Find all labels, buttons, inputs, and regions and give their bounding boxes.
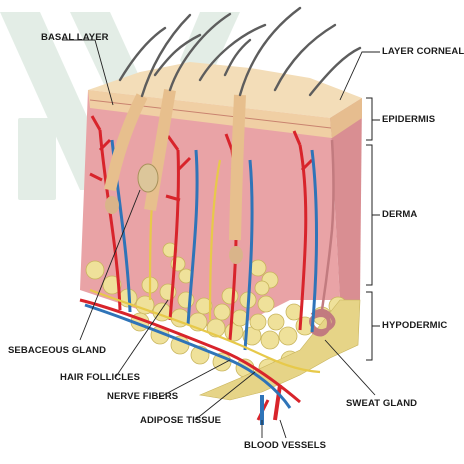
label-epidermis: EPIDERMIS — [382, 114, 435, 125]
label-blood-vessels: BLOOD VESSELS — [244, 440, 326, 451]
label-hypodermic: HYPODERMIC — [382, 320, 447, 331]
label-adipose-tissue: ADIPOSE TISSUE — [140, 415, 221, 426]
label-derma: DERMA — [382, 209, 417, 220]
label-layer-corneal: LAYER CORNEAL — [382, 46, 464, 57]
layer-brackets — [366, 98, 380, 360]
label-sweat-gland: SWEAT GLAND — [346, 398, 417, 409]
skin-block — [80, 62, 362, 330]
label-sebaceous-gland: SEBACEOUS GLAND — [8, 345, 106, 356]
leader-blood-vessels-b — [280, 420, 286, 438]
bracket-epidermis — [366, 98, 380, 140]
label-basal-layer: BASAL LAYER — [41, 32, 109, 43]
bracket-derma — [366, 145, 380, 285]
bracket-hypodermic — [366, 292, 380, 360]
label-hair-follicles: HAIR FOLLICLES — [60, 372, 140, 383]
label-nerve-fibers: NERVE FIBERS — [107, 391, 178, 402]
